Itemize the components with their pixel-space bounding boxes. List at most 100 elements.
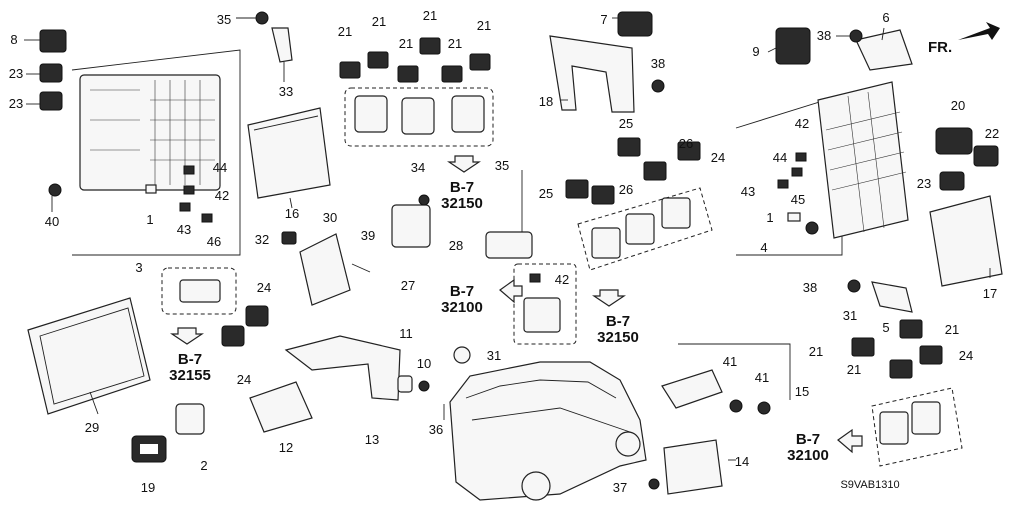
callout-33: 33: [279, 84, 293, 99]
component-28: [485, 170, 533, 259]
callout-37: 37: [613, 480, 627, 495]
callout-34: 34: [411, 160, 425, 175]
callout-15: 15: [795, 384, 809, 399]
ref-section-3: B-7: [606, 313, 630, 330]
callout-21f: 21: [477, 18, 491, 33]
ref-number-5: 32100: [787, 447, 829, 464]
bracket-18: [549, 11, 665, 113]
diagram-code: S9VAB1310: [840, 479, 899, 491]
callout-43a: 43: [177, 222, 191, 237]
ref-number-2: 32100: [441, 299, 483, 316]
callout-16: 16: [285, 206, 299, 221]
relay-27: [391, 194, 431, 248]
callout-24a: 24: [257, 280, 271, 295]
callout-23b: 23: [9, 96, 23, 111]
callout-31b: 31: [843, 308, 857, 323]
callout-6: 6: [882, 10, 889, 25]
callout-38b: 38: [651, 56, 665, 71]
ref-section-1: B-7: [450, 179, 474, 196]
callout-20: 20: [951, 98, 965, 113]
relay-group-center: [565, 137, 713, 271]
callout-41b: 41: [755, 370, 769, 385]
callout-42c: 42: [795, 116, 809, 131]
callout-35a: 35: [217, 12, 231, 27]
callout-2: 2: [200, 458, 207, 473]
callout-35b: 35: [495, 158, 509, 173]
bracket-15: [648, 343, 791, 495]
callout-11: 11: [399, 326, 413, 341]
module-12: [249, 381, 313, 433]
callout-43b: 43: [741, 184, 755, 199]
callout-3: 3: [135, 260, 142, 275]
callout-21a: 21: [338, 24, 352, 39]
callout-25b: 25: [539, 186, 553, 201]
callout-44a: 44: [213, 160, 227, 175]
callout-10: 10: [417, 356, 431, 371]
callout-29: 29: [85, 420, 99, 435]
callout-21c: 21: [423, 8, 437, 23]
callout-41a: 41: [723, 354, 737, 369]
callout-8: 8: [10, 32, 17, 47]
bracket-33: [255, 11, 293, 63]
callout-4: 4: [760, 240, 767, 255]
ref-section-2: B-7: [450, 283, 474, 300]
callout-13: 13: [365, 432, 379, 447]
callout-14: 14: [735, 454, 749, 469]
ref-blocks: B-7 32150 B-7 32100 B-7 32150 B-7 32155 …: [169, 179, 829, 464]
callout-18: 18: [539, 94, 553, 109]
relay-group-right: [851, 319, 963, 467]
sub-assembly-42: [513, 263, 577, 345]
ref-section-4: B-7: [178, 351, 202, 368]
callout-21g: 21: [945, 322, 959, 337]
callout-36: 36: [429, 422, 443, 437]
relay-group-top: [339, 37, 494, 147]
callout-23a: 23: [9, 66, 23, 81]
front-direction-arrow: FR.: [928, 22, 1000, 56]
ref-arrows: [170, 155, 863, 454]
callout-26a: 26: [679, 136, 693, 151]
callout-17: 17: [983, 286, 997, 301]
callout-27: 27: [401, 278, 415, 293]
callout-38c: 38: [803, 280, 817, 295]
unit-30: [281, 231, 371, 306]
callout-25a: 25: [619, 116, 633, 131]
vehicle-outline: [449, 361, 647, 501]
ref-number-3: 32150: [597, 329, 639, 346]
callout-45: 45: [791, 192, 805, 207]
callout-46: 46: [207, 234, 221, 249]
callout-24d: 24: [959, 348, 973, 363]
cover-16: [247, 107, 331, 199]
callout-7: 7: [600, 12, 607, 27]
callout-30: 30: [323, 210, 337, 225]
ecu-29: [27, 297, 151, 415]
callout-21d: 21: [399, 36, 413, 51]
callout-44b: 44: [773, 150, 787, 165]
callout-labels: 1 1 2 3 4 5 6 7 8 9 10 11 12 13 14 15 16…: [9, 8, 999, 495]
callout-12: 12: [279, 440, 293, 455]
under-dash-fuse-box: [39, 29, 241, 256]
connector-group-left: [161, 267, 269, 347]
ref-section-5: B-7: [796, 431, 820, 448]
callout-28: 28: [449, 238, 463, 253]
callout-23c: 23: [917, 176, 931, 191]
switch-2: [175, 403, 205, 435]
callout-32: 32: [255, 232, 269, 247]
switch-19: [131, 435, 167, 463]
leader-lines: [24, 17, 991, 461]
bracket-13: [284, 335, 471, 401]
callout-39: 39: [361, 228, 375, 243]
callout-9: 9: [752, 44, 759, 59]
callout-21h: 21: [809, 344, 823, 359]
callout-38a: 38: [817, 28, 831, 43]
callout-24c: 24: [711, 150, 725, 165]
callout-42a: 42: [215, 188, 229, 203]
callout-22: 22: [985, 126, 999, 141]
engine-fuse-box: [735, 27, 1003, 313]
ref-number-4: 32155: [169, 367, 211, 384]
callout-19: 19: [141, 480, 155, 495]
callout-21b: 21: [372, 14, 386, 29]
callout-42b: 42: [555, 272, 569, 287]
callout-21e: 21: [448, 36, 462, 51]
callout-26b: 26: [619, 182, 633, 197]
